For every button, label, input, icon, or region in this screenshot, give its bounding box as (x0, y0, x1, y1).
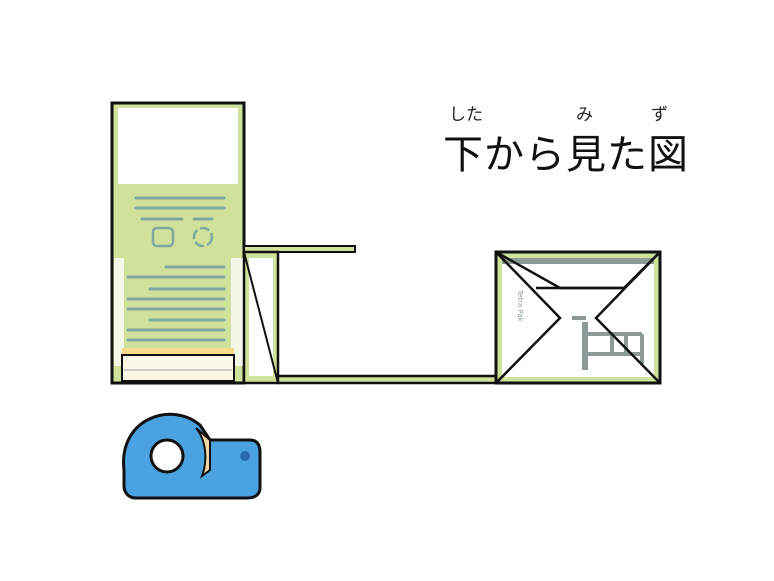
carton-side-panel (242, 250, 280, 385)
carton-bottom-panel: Tetra Pak (494, 250, 662, 385)
diagram-title: した み ず 下から見た図 (443, 100, 693, 178)
recycle-icon (151, 226, 175, 248)
ruby-zu: ず (651, 105, 668, 125)
carton-front-panel (110, 101, 246, 385)
tape-dispenser-icon (122, 412, 262, 500)
page-title: 下から見た図 (443, 132, 689, 178)
ruby-mi: み (576, 105, 593, 125)
tetra-pak-logo: Tetra Pak (516, 289, 524, 323)
recycle-icon (192, 226, 214, 248)
ruby-shita: した (449, 105, 483, 125)
